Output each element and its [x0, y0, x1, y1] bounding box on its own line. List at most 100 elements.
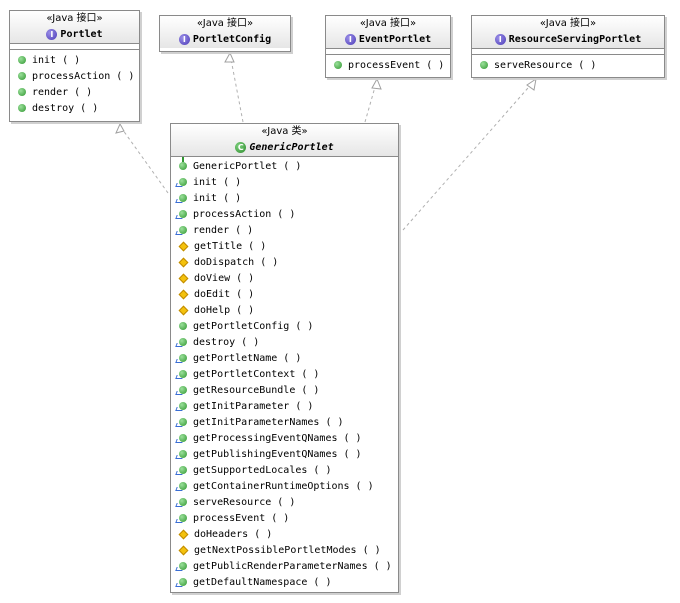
- method-label: getInitParameter ( ): [193, 400, 314, 412]
- method-row[interactable]: getTitle ( ): [171, 238, 398, 254]
- method-row[interactable]: doView ( ): [171, 270, 398, 286]
- interface-icon: I: [494, 33, 506, 45]
- method-row[interactable]: serveResource ( ): [171, 494, 398, 510]
- method-label: getPublishingEventQNames ( ): [193, 448, 362, 460]
- method-row[interactable]: getNextPossiblePortletModes ( ): [171, 542, 398, 558]
- method-label: getPortletContext ( ): [193, 368, 320, 380]
- method-row[interactable]: doEdit ( ): [171, 286, 398, 302]
- override-method-icon: [179, 194, 187, 202]
- method-list: processEvent ( ): [326, 55, 450, 75]
- method-list: init ( ) processAction ( ) render ( ) destr…: [10, 50, 139, 118]
- override-method-icon: [179, 434, 187, 442]
- class-icon: C: [235, 141, 247, 153]
- method-row[interactable]: getPortletContext ( ): [171, 366, 398, 382]
- method-row[interactable]: getContainerRuntimeOptions ( ): [171, 478, 398, 494]
- method-label: processEvent ( ): [193, 512, 290, 524]
- method-row[interactable]: init ( ): [171, 174, 398, 190]
- class-header: «Java 接口» I Portlet: [10, 11, 139, 44]
- method-row[interactable]: render ( ): [10, 84, 139, 100]
- method-label: getProcessingEventQNames ( ): [193, 432, 362, 444]
- method-row[interactable]: GenericPortlet ( ): [171, 157, 398, 174]
- public-method-icon: [18, 88, 26, 96]
- class-header: «Java 类» C GenericPortlet: [171, 124, 398, 157]
- override-method-icon: [179, 210, 187, 218]
- method-row[interactable]: getPortletConfig ( ): [171, 318, 398, 334]
- method-label: getTitle ( ): [194, 240, 267, 252]
- method-row[interactable]: destroy ( ): [171, 334, 398, 350]
- method-label: getPortletName ( ): [193, 352, 302, 364]
- override-method-icon: [179, 466, 187, 474]
- override-method-icon: [179, 482, 187, 490]
- method-label: getNextPossiblePortletModes ( ): [194, 544, 381, 556]
- method-row[interactable]: processEvent ( ): [326, 57, 450, 73]
- public-method-icon: [18, 104, 26, 112]
- method-label: init ( ): [193, 176, 242, 188]
- method-row[interactable]: doDispatch ( ): [171, 254, 398, 270]
- class-header: «Java 接口» I ResourceServingPortlet: [472, 16, 664, 49]
- method-label: getPortletConfig ( ): [193, 320, 314, 332]
- method-row[interactable]: serveResource ( ): [472, 57, 664, 73]
- method-label: doEdit ( ): [194, 288, 255, 300]
- protected-method-icon: [178, 241, 189, 251]
- method-label: processAction ( ): [32, 70, 135, 82]
- arrowhead-portlet: [115, 122, 125, 134]
- method-label: serveResource ( ): [494, 59, 597, 71]
- method-row[interactable]: getPortletName ( ): [171, 350, 398, 366]
- protected-method-icon: [178, 305, 189, 315]
- interface-resourceservingportlet[interactable]: «Java 接口» I ResourceServingPortlet serve…: [471, 15, 665, 78]
- method-label: doDispatch ( ): [194, 256, 279, 268]
- method-row[interactable]: getProcessingEventQNames ( ): [171, 430, 398, 446]
- arrowhead-eventportlet: [371, 77, 382, 90]
- method-label: getContainerRuntimeOptions ( ): [193, 480, 374, 492]
- method-label: init ( ): [193, 192, 242, 204]
- method-label: doHeaders ( ): [194, 528, 273, 540]
- method-row[interactable]: doHelp ( ): [171, 302, 398, 318]
- method-label: destroy ( ): [32, 102, 99, 114]
- method-row[interactable]: getResourceBundle ( ): [171, 382, 398, 398]
- override-method-icon: [179, 514, 187, 522]
- override-method-icon: [179, 178, 187, 186]
- public-method-icon: [18, 72, 26, 80]
- attribute-section: [472, 49, 664, 55]
- method-row[interactable]: processAction ( ): [10, 68, 139, 84]
- stereotype-label: «Java 接口»: [46, 13, 103, 24]
- method-label: init ( ): [32, 54, 81, 66]
- interface-portlet[interactable]: «Java 接口» I Portlet init ( ) processActio…: [9, 10, 140, 122]
- public-method-icon: [18, 56, 26, 64]
- method-row[interactable]: destroy ( ): [10, 100, 139, 116]
- method-row[interactable]: getInitParameter ( ): [171, 398, 398, 414]
- method-row[interactable]: init ( ): [171, 190, 398, 206]
- method-row[interactable]: render ( ): [171, 222, 398, 238]
- method-row[interactable]: getDefaultNamespace ( ): [171, 574, 398, 590]
- method-label: getSupportedLocales ( ): [193, 464, 332, 476]
- class-genericportlet[interactable]: «Java 类» C GenericPortlet GenericPortlet…: [170, 123, 399, 593]
- class-name: GenericPortlet: [249, 141, 334, 153]
- method-row[interactable]: doHeaders ( ): [171, 526, 398, 542]
- method-row[interactable]: processEvent ( ): [171, 510, 398, 526]
- method-label: getPublicRenderParameterNames ( ): [193, 560, 392, 572]
- method-row[interactable]: getPublishingEventQNames ( ): [171, 446, 398, 462]
- arrowhead-portletconfig: [224, 51, 235, 63]
- method-row[interactable]: getPublicRenderParameterNames ( ): [171, 558, 398, 574]
- interface-icon: I: [344, 33, 356, 45]
- method-row[interactable]: getSupportedLocales ( ): [171, 462, 398, 478]
- method-row[interactable]: getInitParameterNames ( ): [171, 414, 398, 430]
- class-name: Portlet: [60, 28, 103, 40]
- override-method-icon: [179, 578, 187, 586]
- method-row[interactable]: processAction ( ): [171, 206, 398, 222]
- stereotype-label: «Java 类»: [261, 126, 308, 137]
- override-method-icon: [179, 370, 187, 378]
- protected-method-icon: [178, 545, 189, 555]
- class-name: EventPortlet: [358, 33, 432, 45]
- interface-portletconfig[interactable]: «Java 接口» I PortletConfig: [159, 15, 291, 52]
- class-header: «Java 接口» I EventPortlet: [326, 16, 450, 49]
- method-row[interactable]: init ( ): [10, 52, 139, 68]
- connector-portletconfig: [229, 53, 244, 123]
- override-method-icon: [179, 226, 187, 234]
- override-method-icon: [179, 354, 187, 362]
- override-method-icon: [179, 418, 187, 426]
- interface-eventportlet[interactable]: «Java 接口» I EventPortlet processEvent ( …: [325, 15, 451, 78]
- constructor-icon: [179, 157, 187, 170]
- arrowhead-resourceserving: [526, 77, 537, 91]
